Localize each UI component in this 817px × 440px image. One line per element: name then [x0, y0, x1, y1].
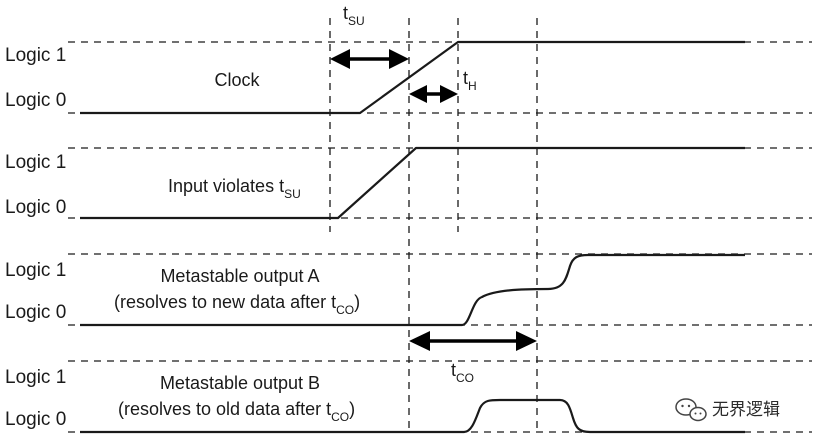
tsu-label: tSU: [343, 3, 365, 28]
output-a-waveform: [80, 253, 745, 327]
output-a-note: (resolves to new data after tCO): [114, 292, 360, 317]
input-label: Input violates tSU: [168, 176, 301, 201]
th-arrow: [409, 85, 458, 103]
timing-markers: [329, 18, 538, 432]
timing-arrows: [330, 49, 537, 351]
output-a-logic0-label: Logic 0: [5, 302, 66, 323]
output-b-note: (resolves to old data after tCO): [118, 399, 355, 424]
watermark: 无界逻辑: [675, 398, 780, 422]
level-labels: Logic 1 Logic 0 Logic 1 Logic 0 Logic 1 …: [5, 45, 66, 430]
output-b-logic1-label: Logic 1: [5, 367, 66, 388]
input-logic0-label: Logic 0: [5, 197, 66, 218]
clock-logic1-label: Logic 1: [5, 45, 66, 66]
input-logic1-label: Logic 1: [5, 152, 66, 173]
watermark-text: 无界逻辑: [712, 400, 780, 420]
output-b-title: Metastable output B: [160, 373, 320, 393]
output-b-logic0-label: Logic 0: [5, 409, 66, 430]
tco-label: tCO: [451, 360, 474, 385]
clock-logic0-label: Logic 0: [5, 90, 66, 111]
waveforms: [80, 40, 745, 434]
waveform-labels: Clock Input violates tSU Metastable outp…: [114, 70, 360, 424]
timing-labels: tSU tH tCO: [343, 3, 477, 385]
th-label: tH: [463, 68, 477, 93]
clock-waveform: [80, 40, 745, 115]
tco-arrow: [409, 331, 537, 351]
output-a-title: Metastable output A: [160, 266, 319, 286]
wechat-icon: [675, 398, 707, 422]
output-b-waveform: [80, 398, 745, 434]
output-a-logic1-label: Logic 1: [5, 260, 66, 281]
input-waveform: [80, 146, 745, 220]
clock-label: Clock: [214, 70, 260, 90]
tsu-arrow: [330, 49, 409, 69]
